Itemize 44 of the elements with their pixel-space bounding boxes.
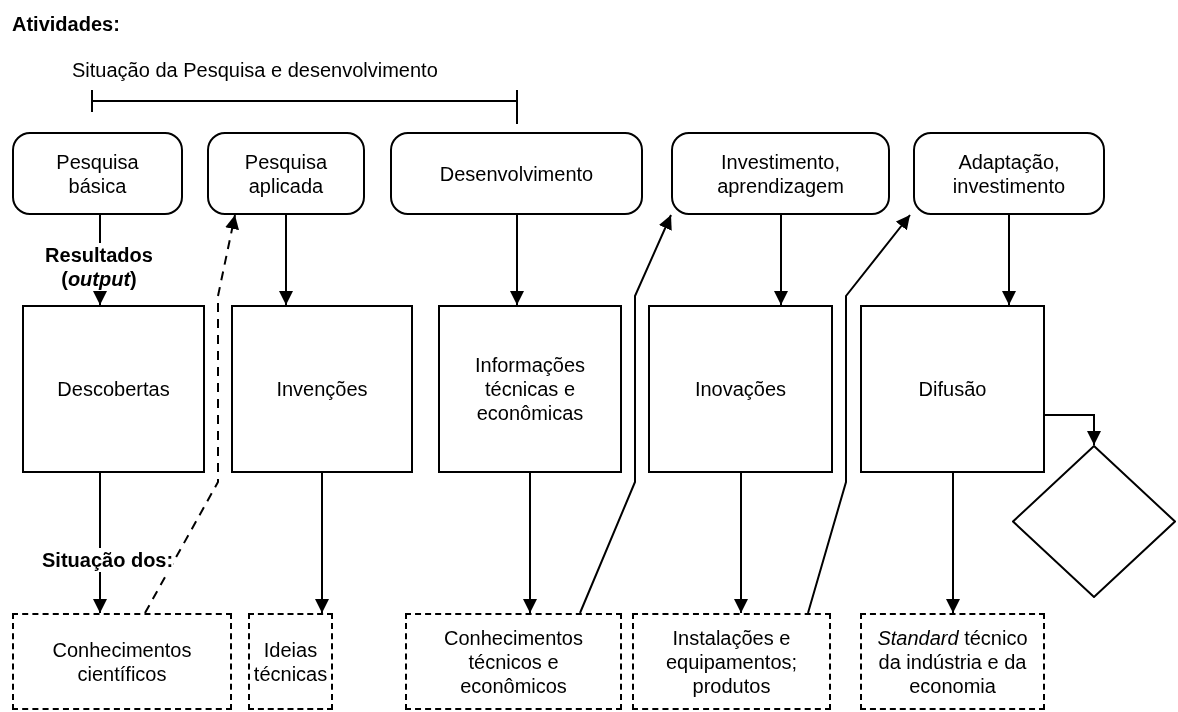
box-text: Descobertas [56, 377, 171, 401]
box-text: Investimento, aprendizagem [716, 149, 845, 198]
box-text: Difusão [917, 377, 988, 401]
activity-box [390, 132, 643, 215]
activity-box [913, 132, 1105, 215]
status-box [860, 613, 1045, 710]
activity-box [207, 132, 365, 215]
box-text: Standard técnico da indústria e da economia [876, 625, 1029, 698]
box-text: Adaptação, investimento [951, 149, 1067, 198]
box-text: Inovações [693, 377, 788, 401]
arrow [946, 472, 960, 614]
arrow [734, 472, 748, 614]
arrow [279, 214, 293, 306]
result-box [231, 305, 413, 473]
box-text: Invenções [275, 377, 369, 401]
box-text: Informações técnicas e econômicas [473, 353, 587, 425]
result-box [22, 305, 205, 473]
activity-box [671, 132, 890, 215]
row-label: Situação dos: [42, 548, 174, 572]
box-text: Ideias técnicas [252, 637, 329, 686]
box-text: Pesquisa aplicada [243, 149, 329, 198]
arrow [579, 214, 672, 614]
arrow [1044, 414, 1101, 446]
box-text: Instalações e equipamentos; produtos [664, 625, 799, 698]
box-text: Conhecimentos científicos [51, 637, 193, 686]
arrow [774, 214, 788, 306]
status-box [248, 613, 333, 710]
arrow [1002, 214, 1016, 306]
status-box [405, 613, 622, 710]
result-box [438, 305, 622, 473]
arrow [144, 214, 239, 614]
arrow [315, 472, 329, 614]
activity-box [12, 132, 183, 215]
arrow [510, 214, 524, 306]
status-box [632, 613, 831, 710]
result-box [648, 305, 833, 473]
diamond-shape [1012, 445, 1176, 598]
box-text: Pesquisa básica [55, 149, 140, 198]
status-box [12, 613, 232, 710]
arrow [523, 472, 537, 614]
box-text: Conhecimentos técnicos e econômicos [443, 625, 584, 698]
result-box [860, 305, 1045, 473]
arrow [807, 214, 911, 614]
box-text: Desenvolvimento [438, 161, 595, 186]
